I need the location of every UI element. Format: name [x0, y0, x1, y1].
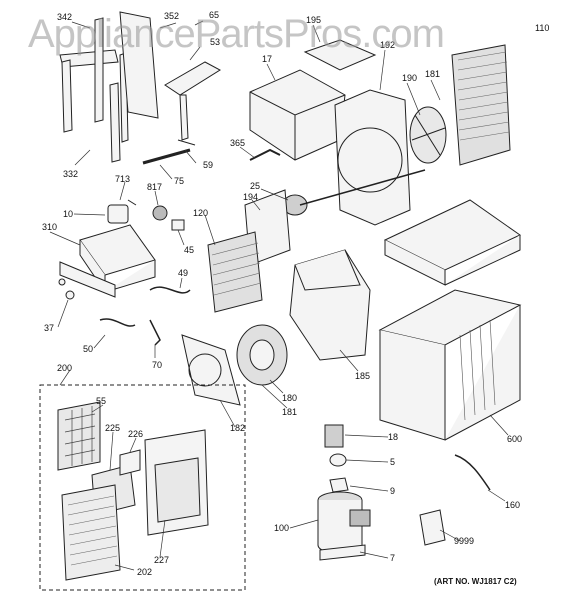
callout-label: 365: [230, 138, 245, 148]
callout-label: 225: [105, 423, 120, 433]
blower-scroll-part: [181, 334, 241, 406]
callout-label: 45: [184, 245, 194, 255]
fan-shroud-part: [334, 89, 411, 226]
side-panel-part: [119, 11, 159, 119]
front-grille-part: [61, 484, 121, 581]
evaporator-coil-part: [207, 231, 263, 313]
power-cord-part: [99, 318, 161, 346]
condenser-fan-blade-part: [409, 106, 447, 164]
art-number: (ART NO. WJ1817 C2): [434, 577, 517, 586]
callout-label: 180: [282, 393, 297, 403]
callout-label: 713: [115, 174, 130, 184]
rod-part: [142, 148, 191, 165]
callout-label: 17: [262, 54, 272, 64]
owner-manual-part: [419, 509, 446, 546]
front-kit-group-outline: [39, 384, 246, 591]
callout-label: 310: [42, 222, 57, 232]
callout-label: 332: [63, 169, 78, 179]
mount-bracket-part: [303, 39, 377, 71]
sensor-part: [454, 454, 491, 491]
callout-label: 194: [243, 192, 258, 202]
callout-label: 160: [505, 500, 520, 510]
callout-label: 226: [128, 429, 143, 439]
callout-label: 120: [193, 208, 208, 218]
vane-part: [119, 449, 141, 476]
condenser-coil-part: [451, 44, 511, 166]
compressor-overload-part: [324, 424, 349, 493]
callout-label: 49: [178, 268, 188, 278]
callout-label: 600: [507, 434, 522, 444]
callout-label: 65: [209, 10, 219, 20]
compressor-part: [317, 491, 371, 561]
callout-label: 50: [83, 344, 93, 354]
front-panel-part: [144, 429, 209, 536]
callout-labels: 342 352 65 53 195 17 192 190 181 110 332…: [42, 10, 549, 577]
callout-label: 10: [63, 209, 73, 219]
capacitor-part: [152, 205, 185, 231]
outer-cabinet-part: [378, 289, 522, 441]
callout-label: 7: [390, 553, 395, 563]
callout-label: 352: [164, 11, 179, 21]
callout-label: 227: [154, 555, 169, 565]
callout-label: 18: [388, 432, 398, 442]
callout-label: 342: [57, 12, 72, 22]
side-rail-part: [59, 17, 129, 163]
callout-label: 202: [137, 567, 152, 577]
callout-label: 100: [274, 523, 289, 533]
callout-label: 185: [355, 371, 370, 381]
wire-harness-part: [149, 286, 191, 294]
callout-label: 182: [230, 423, 245, 433]
callout-label: 181: [425, 69, 440, 79]
callout-label: 70: [152, 360, 162, 370]
control-box-part: [59, 224, 156, 298]
fan-motor-part: [282, 169, 426, 216]
base-pan-part: [383, 199, 521, 286]
callout-label: 25: [250, 181, 260, 191]
air-duct-part: [249, 69, 346, 161]
blower-wheel-part: [236, 324, 288, 386]
callout-label: 181: [282, 407, 297, 417]
callout-label: 75: [174, 176, 184, 186]
callout-label: 37: [44, 323, 54, 333]
callout-label: 9999: [454, 536, 474, 546]
evaporator-housing-part: [289, 249, 371, 361]
bracket-part: [164, 61, 221, 146]
callout-label: 53: [210, 37, 220, 47]
callout-label: 195: [306, 15, 321, 25]
linkage-rod-part: [249, 148, 281, 161]
callout-label: 9: [390, 486, 395, 496]
leader-lines: [49, 20, 509, 571]
callout-label: 5: [390, 457, 395, 467]
callout-label: 59: [203, 160, 213, 170]
callout-label: 110: [535, 23, 549, 33]
callout-label: 55: [96, 396, 106, 406]
air-filter-part: [57, 401, 101, 471]
callout-label: 190: [402, 73, 417, 83]
callout-label: 817: [147, 182, 162, 192]
callout-label: 200: [57, 363, 72, 373]
callout-label: 192: [380, 40, 395, 50]
control-switch-part: [107, 199, 137, 224]
control-knob-part: [58, 278, 75, 300]
